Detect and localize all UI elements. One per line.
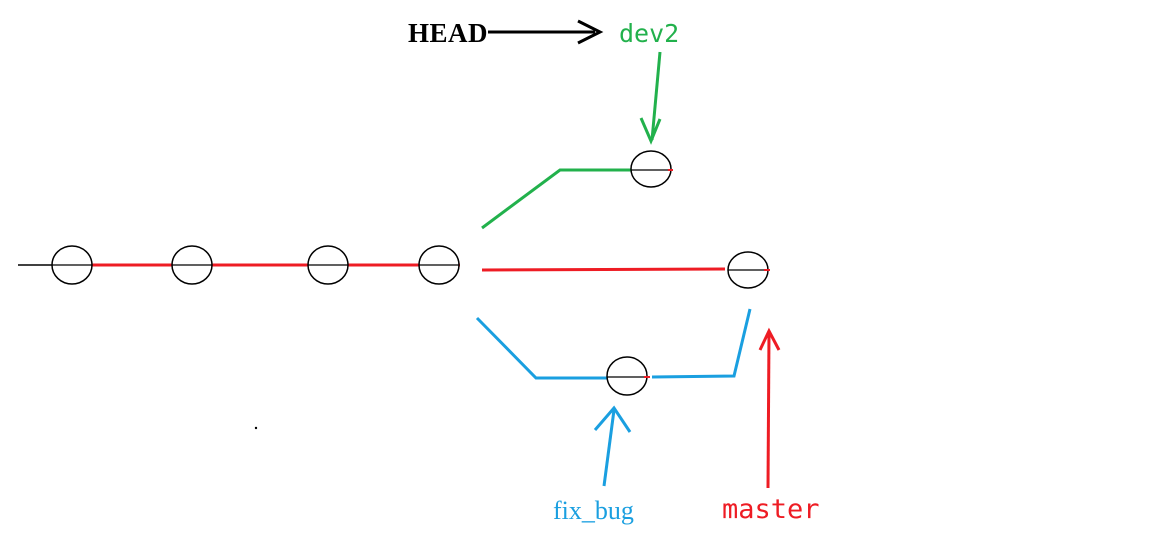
commit-node [418, 245, 460, 285]
commit-node-fix-bug [606, 356, 650, 396]
fix-bug-merge-line [651, 308, 752, 379]
commit-node-master [727, 251, 770, 289]
master-branch-line [481, 267, 726, 272]
head-arrow-icon [488, 19, 604, 45]
dev2-label: dev2 [619, 19, 679, 48]
fix-bug-arrow-icon [593, 405, 632, 487]
fix-bug-branch [475, 308, 752, 396]
master-branch [481, 251, 770, 289]
dev2-arrow-icon [639, 51, 662, 145]
dev2-branch-line [481, 168, 633, 230]
commit-node [307, 245, 349, 285]
head-label: HEAD [408, 18, 488, 48]
fix-bug-label: fix_bug [553, 496, 634, 525]
commit-node [171, 245, 213, 285]
main-history [18, 245, 460, 285]
stray-dot [254, 426, 258, 430]
fix-bug-branch-line-in [475, 316, 608, 380]
commit-node-dev2 [630, 150, 673, 188]
master-label: master [722, 494, 820, 525]
head-pointer: HEAD dev2 [408, 18, 679, 48]
commit-node [51, 245, 93, 285]
master-arrow-icon [758, 327, 781, 489]
dev2-branch [481, 150, 673, 230]
